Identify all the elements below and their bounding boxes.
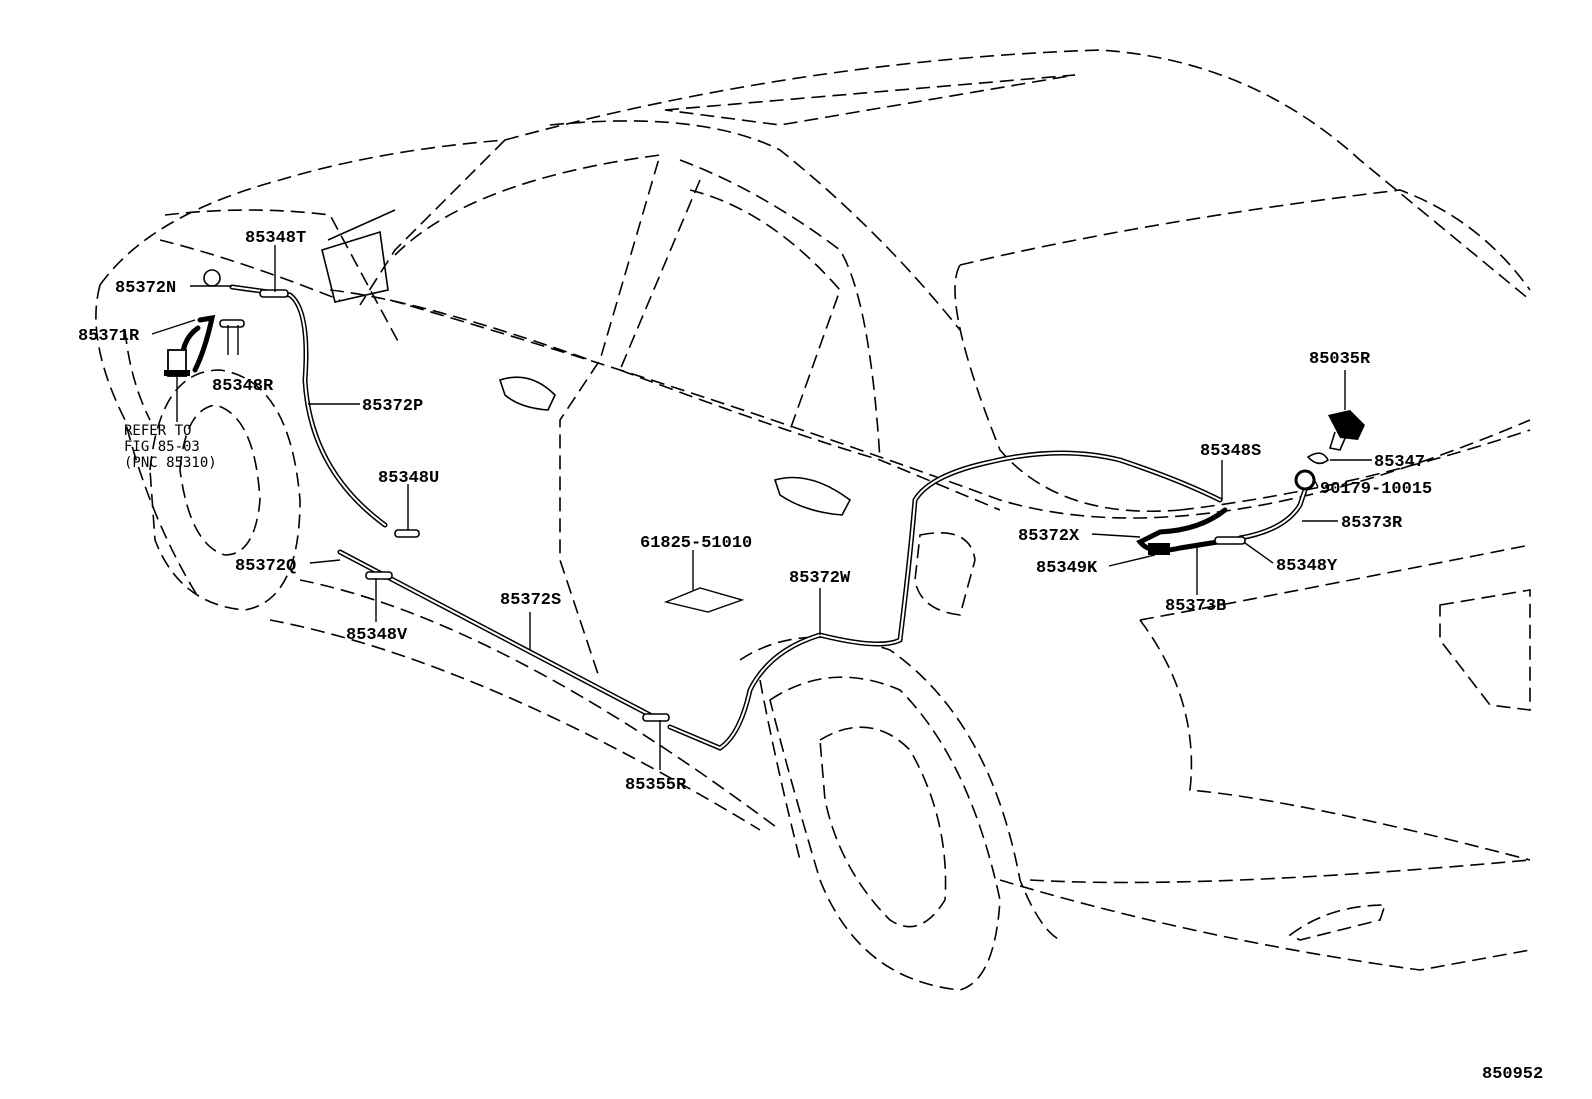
reference-note-line-2: FIG 85-03 xyxy=(124,439,200,455)
part-labels: 85348T 85372N 85371R 85348R 85372P 85348… xyxy=(78,229,1543,1084)
label-85348T: 85348T xyxy=(245,229,306,248)
grommet xyxy=(1294,469,1316,491)
label-85372X: 85372X xyxy=(1018,527,1080,546)
joint-85348T xyxy=(259,289,289,298)
label-85372W: 85372W xyxy=(789,569,851,588)
packing-85347 xyxy=(1306,452,1330,465)
check-valve xyxy=(1148,543,1170,555)
car-body-outline xyxy=(95,49,1531,991)
reference-note-line-3: (PNC 85310) xyxy=(124,455,217,471)
components xyxy=(164,269,1365,722)
label-85372P: 85372P xyxy=(362,397,423,416)
label-85372Q: 85372Q xyxy=(235,557,296,576)
joint-85348V xyxy=(365,571,393,580)
label-85348S: 85348S xyxy=(1200,442,1261,461)
joint-85348Y xyxy=(1214,536,1246,545)
label-85348V: 85348V xyxy=(346,626,408,645)
leader-lines xyxy=(151,245,1372,770)
label-85355R: 85355R xyxy=(625,776,687,795)
reference-note-line-1: REFER TO xyxy=(124,423,191,439)
washer-nozzle xyxy=(1328,410,1365,451)
label-85348R: 85348R xyxy=(212,377,274,396)
label-85372S: 85372S xyxy=(500,591,561,610)
joint-85355R xyxy=(642,713,670,722)
figure-number: 850952 xyxy=(1482,1065,1543,1084)
joint-85348U xyxy=(394,529,420,538)
label-85373B: 85373B xyxy=(1165,597,1226,616)
joint-85348R xyxy=(219,319,245,328)
label-85372N: 85372N xyxy=(115,279,176,298)
washer-hoses xyxy=(179,284,1308,751)
label-61825-51010: 61825-51010 xyxy=(640,534,752,553)
label-85348Y: 85348Y xyxy=(1276,557,1338,576)
label-85349K: 85349K xyxy=(1036,559,1098,578)
label-85371R: 85371R xyxy=(78,327,140,346)
washer-pump xyxy=(164,349,190,377)
label-85347: 85347 xyxy=(1374,453,1425,472)
label-plate xyxy=(663,587,745,613)
label-85373R: 85373R xyxy=(1341,514,1403,533)
label-90179-10015: 90179-10015 xyxy=(1320,480,1432,499)
label-85035R: 85035R xyxy=(1309,350,1371,369)
label-85348U: 85348U xyxy=(378,469,439,488)
